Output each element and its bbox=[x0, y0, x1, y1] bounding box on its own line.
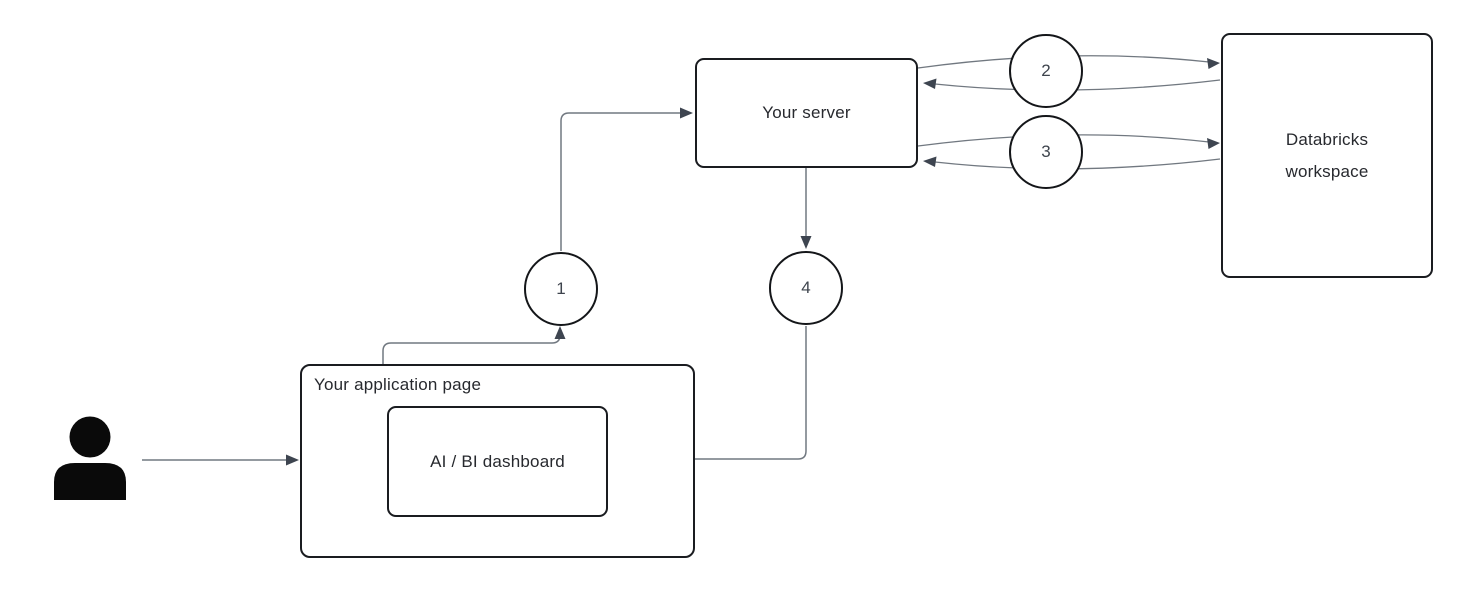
node-application-page-label: Your application page bbox=[314, 375, 482, 394]
step-circle-1-number: 1 bbox=[556, 279, 566, 298]
node-databricks-workspace: Databricks workspace bbox=[1221, 33, 1433, 278]
arrow-user-to-app bbox=[142, 454, 299, 466]
node-ai-bi-dashboard: AI / BI dashboard bbox=[387, 406, 608, 517]
step-circle-1: 1 bbox=[524, 252, 598, 326]
node-your-server: Your server bbox=[695, 58, 918, 168]
node-databricks-workspace-label: Databricks workspace bbox=[1285, 130, 1369, 181]
node-your-server-label: Your server bbox=[762, 103, 851, 122]
step-circle-3-number: 3 bbox=[1041, 142, 1051, 161]
arrow-app-to-step1 bbox=[382, 326, 566, 364]
arrow-server-to-step4 bbox=[800, 168, 812, 249]
step-circle-2: 2 bbox=[1009, 34, 1083, 108]
step-circle-4-number: 4 bbox=[801, 278, 811, 297]
step-circle-3: 3 bbox=[1009, 115, 1083, 189]
step-circle-2-number: 2 bbox=[1041, 61, 1051, 80]
node-ai-bi-dashboard-label: AI / BI dashboard bbox=[430, 451, 565, 471]
step-circle-4: 4 bbox=[769, 251, 843, 325]
arrow-step1-to-server bbox=[560, 107, 693, 251]
user-icon bbox=[54, 416, 126, 500]
